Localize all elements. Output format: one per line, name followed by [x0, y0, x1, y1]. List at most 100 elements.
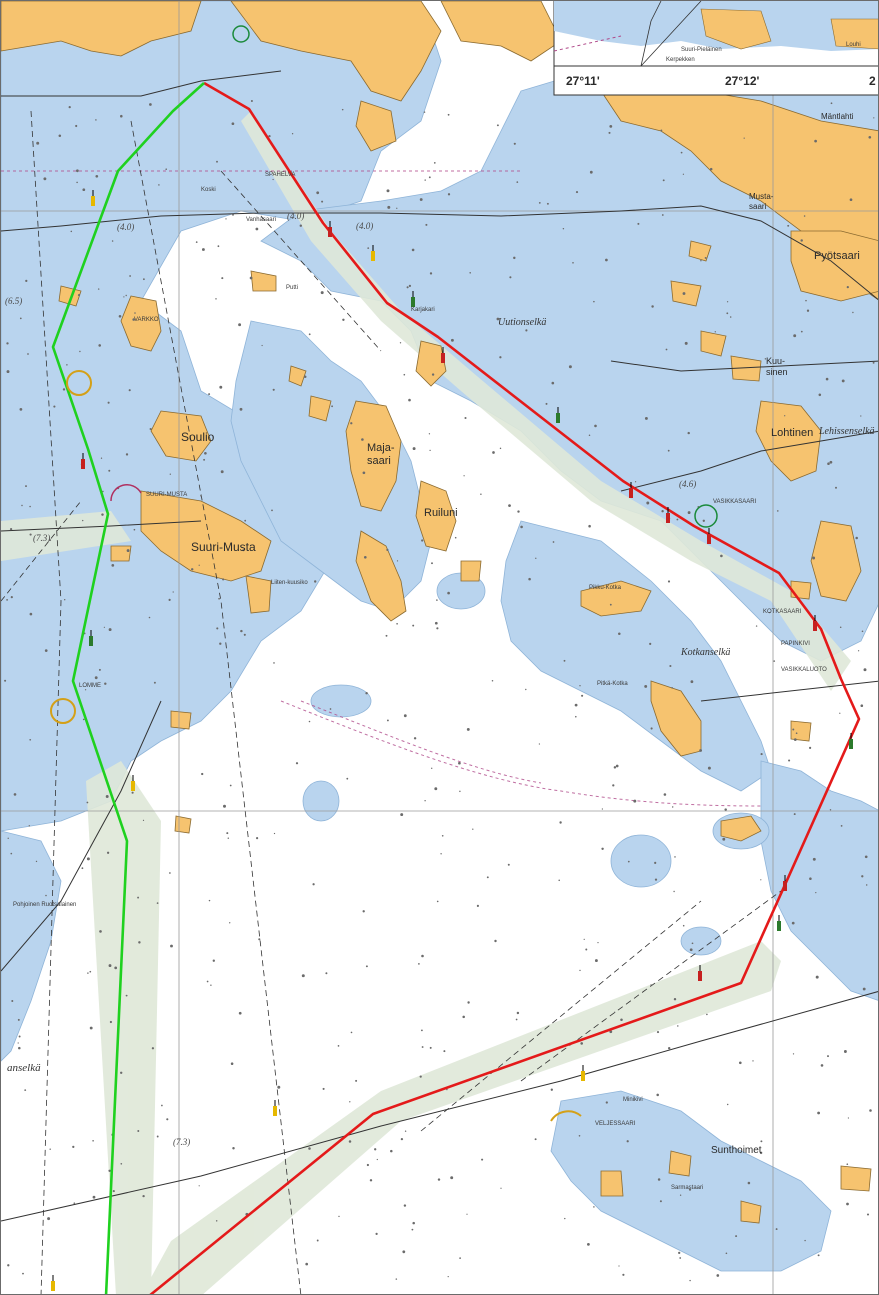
sounding-dot: [215, 298, 217, 300]
sounding-dot: [396, 560, 399, 562]
buoy-icon: [707, 528, 711, 544]
sounding-dot: [609, 603, 612, 606]
sounding-dot: [709, 167, 713, 171]
sounding-dot: [605, 1101, 608, 1104]
sounding-dot: [272, 178, 274, 181]
sounding-dot: [11, 999, 14, 1003]
sounding-dot: [399, 342, 402, 344]
sounding-dot: [829, 460, 833, 464]
sounding-dot: [156, 1135, 159, 1138]
sounding-dot: [817, 1111, 820, 1115]
sounding-dot: [249, 276, 253, 280]
sounding-dot: [865, 884, 868, 886]
sounding-dot: [424, 179, 426, 181]
inset-map: 27°11' 27°12' 2 Suuri-Pieläinen Kerpekke…: [553, 1, 878, 96]
sounding-dot: [534, 1138, 537, 1141]
sounding-dot: [516, 1011, 520, 1015]
sounding-dot: [375, 1232, 378, 1236]
area-label-uutionselka: Uutionselkä: [498, 317, 546, 328]
sounding-dot: [791, 921, 795, 925]
sounding-dot: [609, 125, 613, 128]
sounding-dot: [102, 490, 104, 493]
sounding-dot: [499, 447, 502, 450]
mark-label-veljessaari: VELJESSAARI: [595, 1121, 636, 1127]
place-labels: Uutionselkä Soulio Suuri-Musta Maja- saa…: [7, 112, 875, 1191]
sounding-dot: [385, 634, 388, 637]
sounding-dot: [464, 416, 467, 420]
sounding-dot: [215, 1220, 218, 1222]
sounding-dot: [17, 1018, 20, 1021]
sounding-dot: [587, 1243, 590, 1246]
sounding-dot: [386, 719, 389, 722]
mark-label-spahelva: SPAHELVA: [265, 172, 295, 178]
sounding-dot: [223, 804, 226, 808]
sounding-dot: [89, 970, 92, 973]
sounding-dot: [312, 883, 315, 886]
sounding-dot: [784, 415, 786, 417]
sounding-dot: [429, 449, 431, 452]
sounding-dot: [331, 405, 334, 408]
sounding-dot: [817, 1254, 820, 1257]
sounding-dot: [459, 790, 461, 793]
sounding-dot: [720, 554, 723, 558]
sounding-dot: [303, 375, 307, 379]
sounding-dot: [673, 997, 677, 1001]
sounding-dot: [82, 188, 86, 192]
sounding-dot: [552, 541, 555, 543]
sounding-dot: [594, 424, 597, 428]
sounding-dot: [627, 860, 630, 863]
inset-lon-label: 2: [869, 74, 876, 88]
sounding-dot: [800, 330, 803, 333]
sounding-dot: [172, 591, 174, 593]
sounding-dot: [496, 124, 499, 127]
sounding-dot: [520, 525, 523, 529]
sounding-dot: [19, 408, 23, 411]
sounding-dot: [612, 784, 615, 787]
sounding-dot: [578, 1134, 581, 1137]
mark-label-vasikkaluoto: VASIKKALUOTO: [781, 667, 827, 673]
sounding-dot: [680, 151, 683, 154]
island-label-minikivi: Minikivi: [623, 1097, 643, 1103]
route-green-line: [51, 82, 205, 1294]
sounding-dot: [702, 519, 705, 522]
sounding-dot: [404, 1130, 407, 1132]
sounding-dot: [337, 1045, 340, 1047]
anchorage-icon: [50, 698, 76, 724]
sounding-dot: [82, 519, 84, 522]
sounding-dot: [365, 965, 368, 968]
sounding-dot: [726, 301, 729, 303]
sounding-dot: [84, 689, 87, 691]
sounding-dot: [98, 668, 101, 671]
island-label-pitka-kotka: Pitkä-Kotka: [597, 681, 628, 687]
sounding-dot: [348, 1140, 352, 1143]
sounding-dot: [735, 1235, 738, 1238]
sounding-dot: [338, 1215, 340, 1218]
sounding-dot: [95, 174, 99, 178]
sounding-dot: [92, 1140, 94, 1142]
sounding-dot: [852, 311, 854, 314]
island-label-kuu: Kuu-: [766, 356, 785, 366]
bearing-label: (4.0): [287, 211, 304, 221]
sounding-dot: [827, 1055, 829, 1058]
sounding-dot: [200, 495, 202, 497]
sounding-dot: [687, 511, 691, 515]
sounding-dot: [861, 875, 864, 878]
sounding-dot: [403, 714, 407, 718]
sounding-dot: [637, 222, 640, 225]
sounding-dot: [365, 691, 368, 695]
sounding-dot: [81, 867, 84, 870]
sounding-dot: [538, 743, 541, 745]
sounding-dot: [861, 630, 864, 633]
mark-label-kotkasaari: KOTKASAARI: [763, 609, 802, 615]
sounding-dot: [225, 218, 227, 220]
sounding-dot: [229, 922, 231, 924]
sounding-dot: [507, 863, 510, 866]
sounding-dot: [227, 837, 230, 839]
sounding-dot: [436, 900, 439, 903]
sounding-dot: [261, 344, 263, 347]
sounding-dot: [689, 948, 693, 952]
sounding-dot: [679, 1194, 682, 1196]
sounding-dot: [256, 837, 259, 840]
